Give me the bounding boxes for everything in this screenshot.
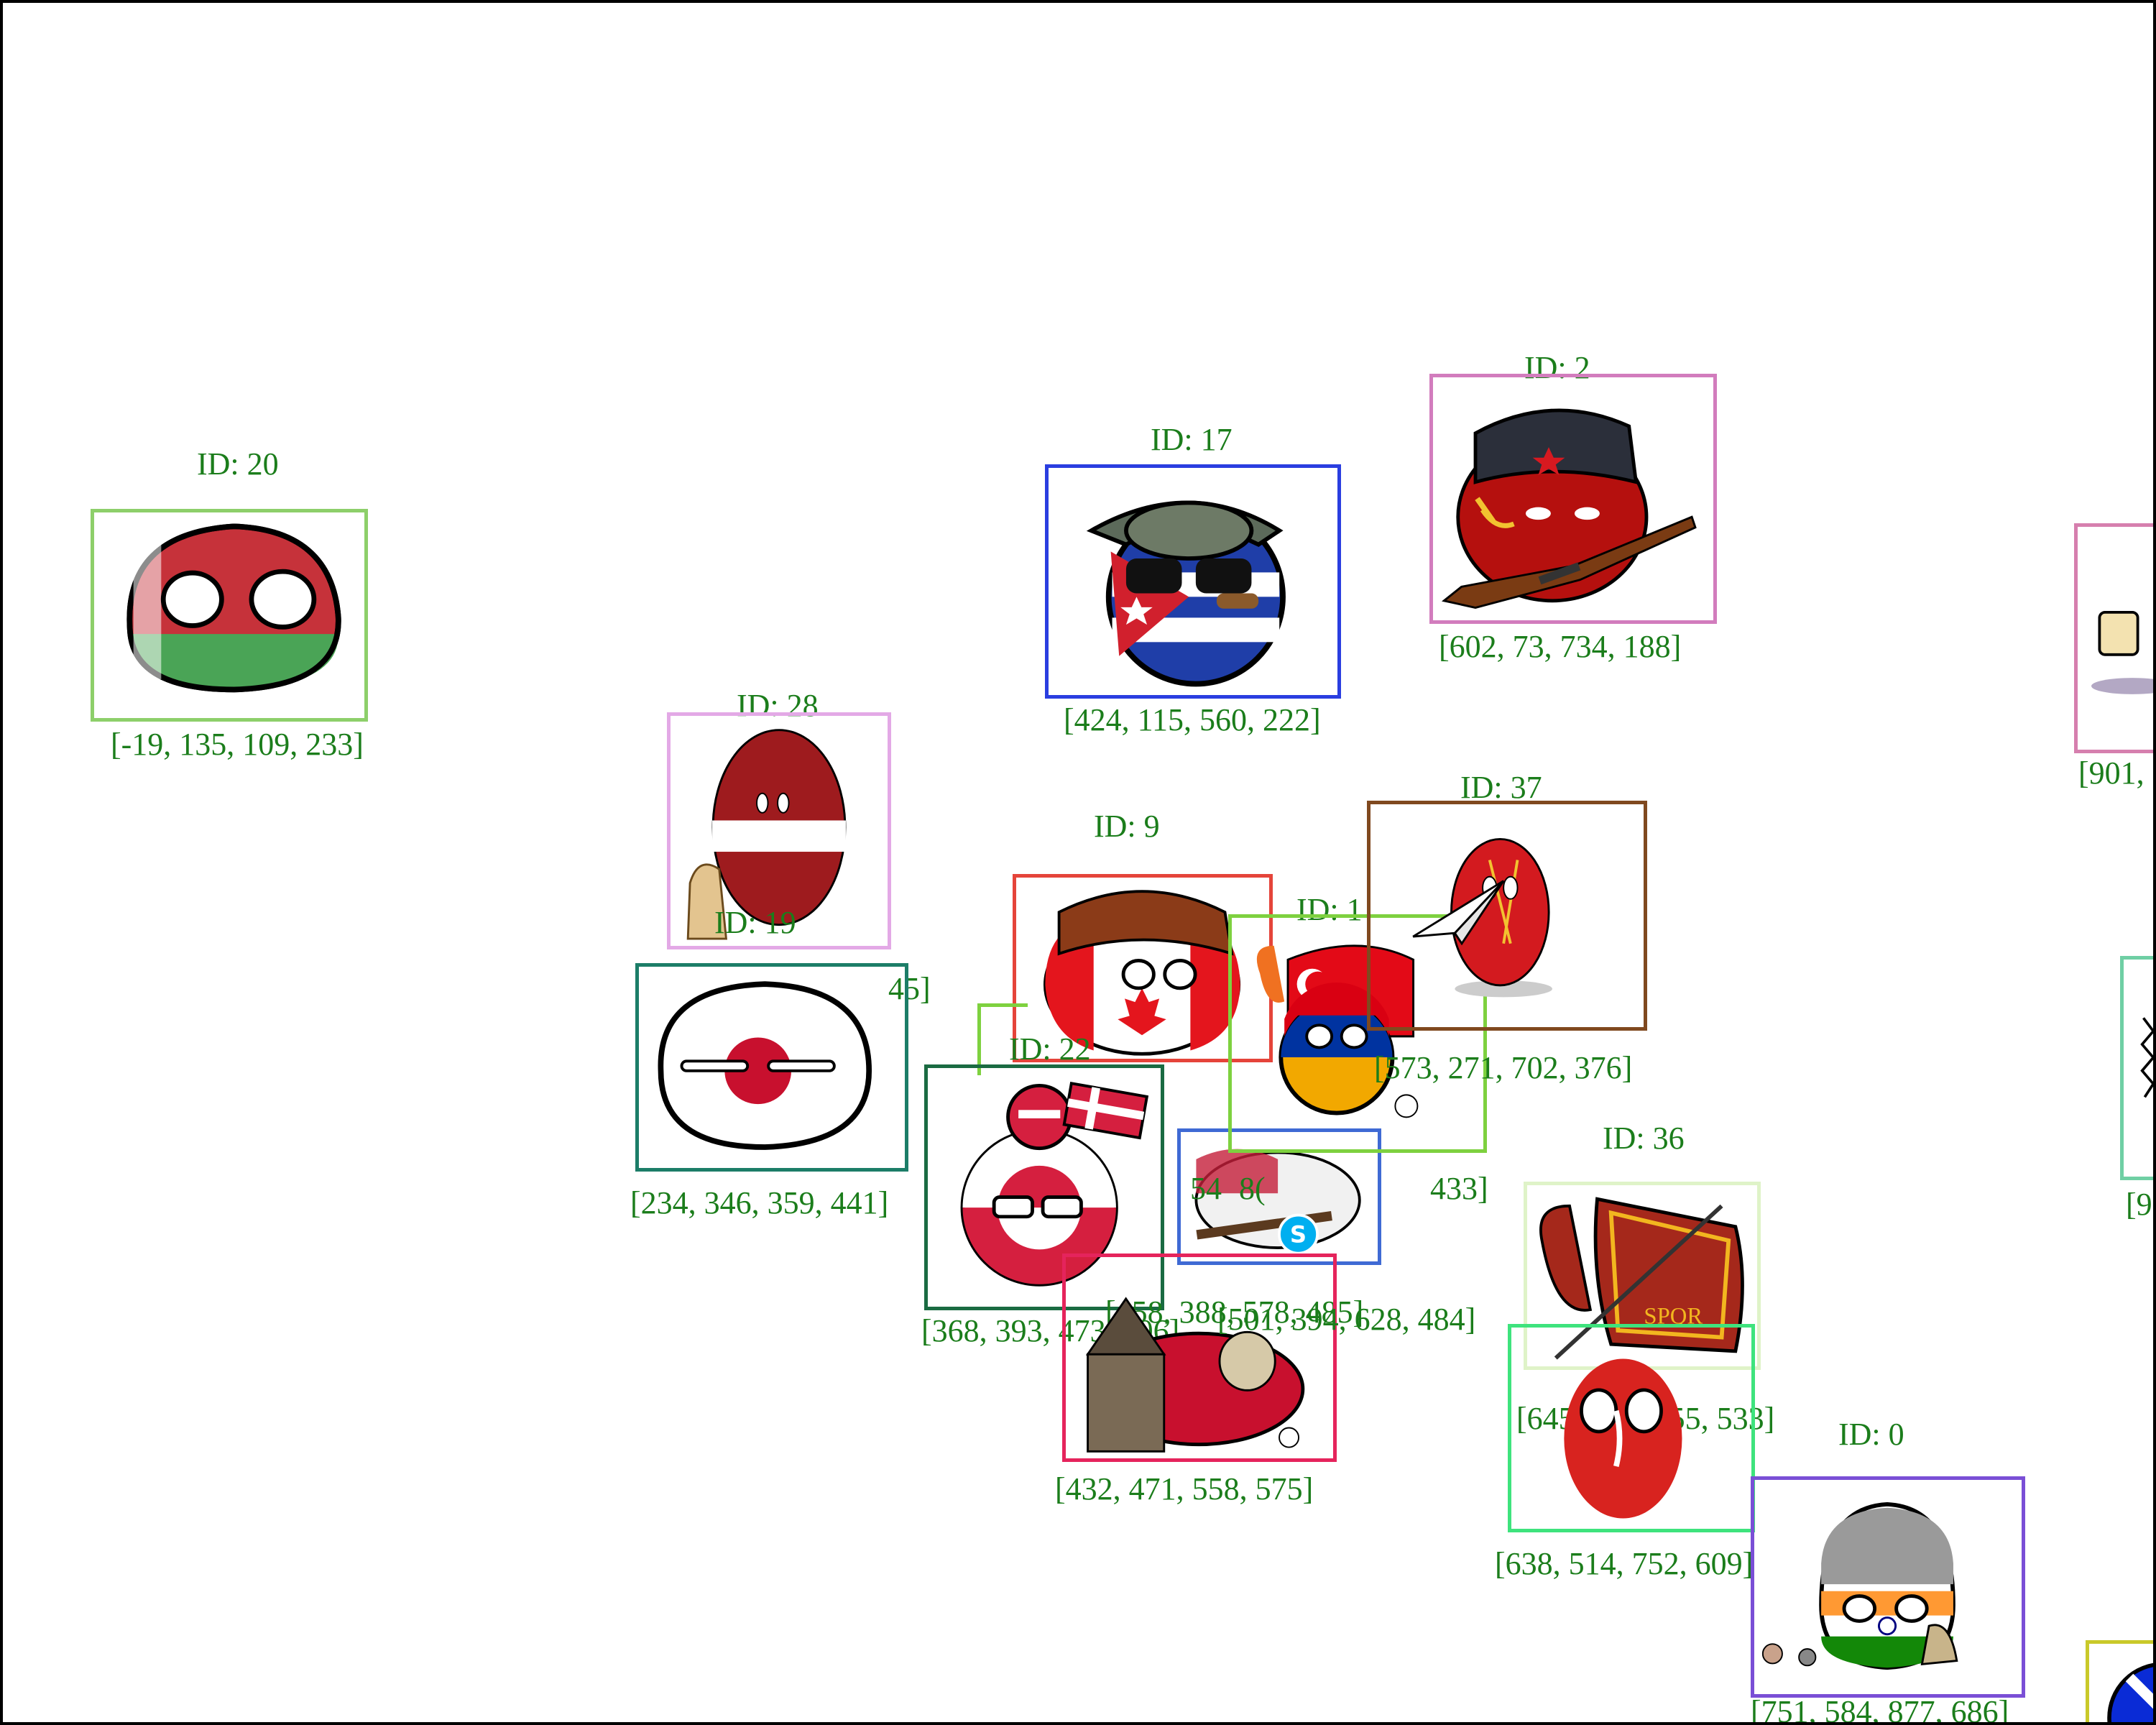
bounding-box-skype: S — [1177, 1128, 1381, 1265]
blue-countryball-icon — [2107, 1662, 2153, 1722]
box-id-label: ID: 19 — [714, 905, 796, 940]
soviet-countryball-icon — [1442, 408, 1697, 610]
bounding-box-17 — [1045, 464, 1341, 699]
box-coords-label: [234, 346, 359, 441] — [630, 1185, 889, 1220]
latvia-countryball-icon — [686, 729, 847, 940]
partial-coords-fragment: 8( — [1239, 1171, 1266, 1206]
svg-text:S: S — [1290, 1220, 1307, 1248]
bounding-box-20 — [91, 509, 368, 722]
bounding-box-beer — [2074, 523, 2153, 753]
box-coords-label: 45] — [888, 971, 931, 1006]
box-id-label: ID: 2 — [1524, 350, 1590, 385]
box-coords-label: [602, 73, 734, 188] — [1439, 629, 1682, 664]
spqr-countryball-icon: SPQR — [1539, 1197, 1744, 1360]
box-id-label: ID: 28 — [737, 688, 819, 723]
box-coords-label: [501, 394, 628, 484] — [1217, 1302, 1476, 1337]
bounding-box-28 — [667, 712, 891, 949]
bounding-box-0 — [1751, 1476, 2025, 1698]
spiky-countryball-icon — [2140, 1017, 2153, 1098]
bounding-box-blue — [2086, 1640, 2153, 1722]
greenland-countryball-icon — [960, 1081, 1149, 1287]
bounding-box-red — [1508, 1324, 1755, 1532]
india-countryball-icon — [1761, 1501, 1958, 1670]
partial-coords-fragment: 54 — [1190, 1171, 1222, 1206]
box-coords-label: [458, 388, 578, 485] — [1105, 1294, 1364, 1330]
box-id-label: ID: 36 — [1603, 1121, 1685, 1156]
turkey-armenia-countryball-icon — [1256, 944, 1419, 1118]
bounding-box-22-bracket — [977, 1003, 1028, 1075]
box-coords-label: [573, 271, 702, 376] — [1374, 1050, 1633, 1085]
bounding-box-19 — [635, 963, 908, 1172]
bounding-box-37 — [1367, 801, 1647, 1031]
canada-countryball-icon — [1043, 890, 1241, 1056]
bounding-box-36: SPQR — [1524, 1182, 1761, 1370]
box-id-label: ID: 9 — [1094, 809, 1160, 844]
paper-plane-countryball-icon — [1412, 837, 1552, 998]
partial-coords-fragment: 433] — [1430, 1171, 1488, 1206]
bounding-box-spiky — [2120, 956, 2153, 1180]
box-coords-label: [432, 471, 558, 575] — [1055, 1471, 1314, 1506]
bounding-box-2 — [1429, 374, 1717, 624]
cathedral-countryball-icon — [1085, 1297, 1305, 1453]
box-coords-label: [9 — [2126, 1187, 2152, 1222]
box-coords-label: [-19, 135, 109, 233] — [111, 727, 364, 762]
box-coords-label: [638, 514, 752, 609] — [1495, 1546, 1754, 1581]
box-id-label: ID: 17 — [1151, 422, 1233, 457]
red-countryball-icon — [1564, 1358, 1682, 1519]
box-id-label: ID: 20 — [197, 446, 279, 482]
box-coords-label: [901, — [2078, 755, 2145, 791]
bounding-box-22 — [924, 1064, 1164, 1310]
japan-countryball-icon — [658, 981, 872, 1150]
belarus-countryball-icon — [126, 523, 341, 693]
bounding-box-9 — [1013, 874, 1273, 1062]
skype-countryball-icon: S — [1194, 1149, 1361, 1255]
beer-countryball-icon — [2091, 611, 2153, 694]
box-id-label: ID: 0 — [1838, 1417, 1904, 1452]
box-coords-label: [424, 115, 560, 222] — [1064, 702, 1321, 737]
box-id-label: ID: 1 — [1296, 892, 1363, 927]
bounding-box-cathedral — [1062, 1254, 1337, 1462]
box-id-label: ID: 37 — [1460, 770, 1542, 805]
cuba-countryball-icon — [1086, 500, 1286, 687]
box-coords-label: [751, 584, 877, 686] — [1751, 1694, 2009, 1725]
box-id-label: ID: 22 — [1009, 1031, 1091, 1067]
bounding-box-1 — [1228, 914, 1487, 1153]
